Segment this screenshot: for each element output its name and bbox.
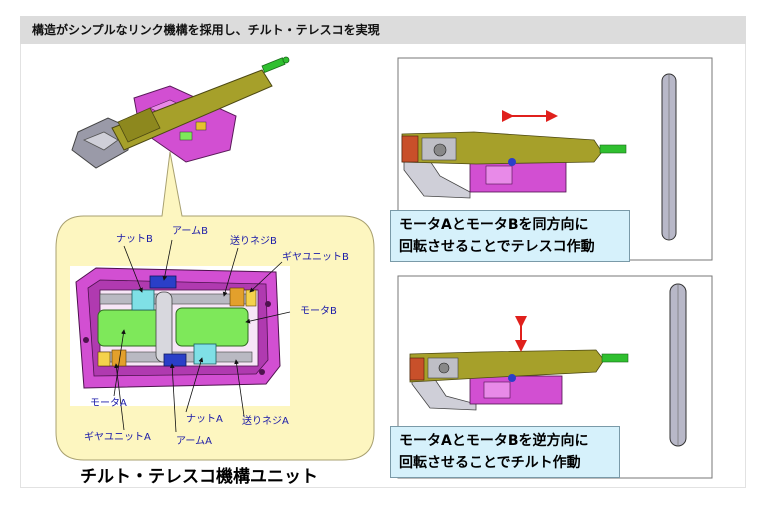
label-feed-screw-b: 送りネジB <box>230 236 277 247</box>
label-motor-a: モータA <box>90 398 127 409</box>
content-frame <box>20 44 746 488</box>
label-gear-unit-b: ギヤユニットB <box>282 252 349 263</box>
tilt-caption-line2: 回転させることでチルト作動 <box>399 455 581 471</box>
label-motor-b: モータB <box>300 306 337 317</box>
label-gear-unit-a: ギヤユニットA <box>84 432 151 443</box>
label-arm-a: アームA <box>176 436 212 447</box>
telescope-caption-line1: モータAとモータBを同方向に <box>399 217 589 233</box>
telescope-caption: モータAとモータBを同方向に 回転させることでテレスコ作動 <box>390 210 630 262</box>
label-nut-b: ナットB <box>116 234 153 245</box>
label-arm-b: アームB <box>172 226 208 237</box>
unit-title: チルト・テレスコ機構ユニット <box>80 467 318 487</box>
telescope-caption-line2: 回転させることでテレスコ作動 <box>399 239 595 255</box>
label-nut-a: ナットA <box>186 414 223 425</box>
tilt-caption: モータAとモータBを逆方向に 回転させることでチルト作動 <box>390 426 620 478</box>
header-title: 構造がシンプルなリンク機構を採用し、チルト・テレスコを実現 <box>32 23 380 37</box>
label-feed-screw-a: 送りネジA <box>242 416 289 427</box>
leader-lines <box>113 239 291 433</box>
header-bar: 構造がシンプルなリンク機構を採用し、チルト・テレスコを実現 <box>20 16 746 44</box>
column-iso-illustration <box>71 56 290 169</box>
telescope-panel-illustration <box>397 57 713 261</box>
unit-illustration <box>70 266 290 406</box>
tilt-caption-line1: モータAとモータBを逆方向に <box>399 433 589 449</box>
